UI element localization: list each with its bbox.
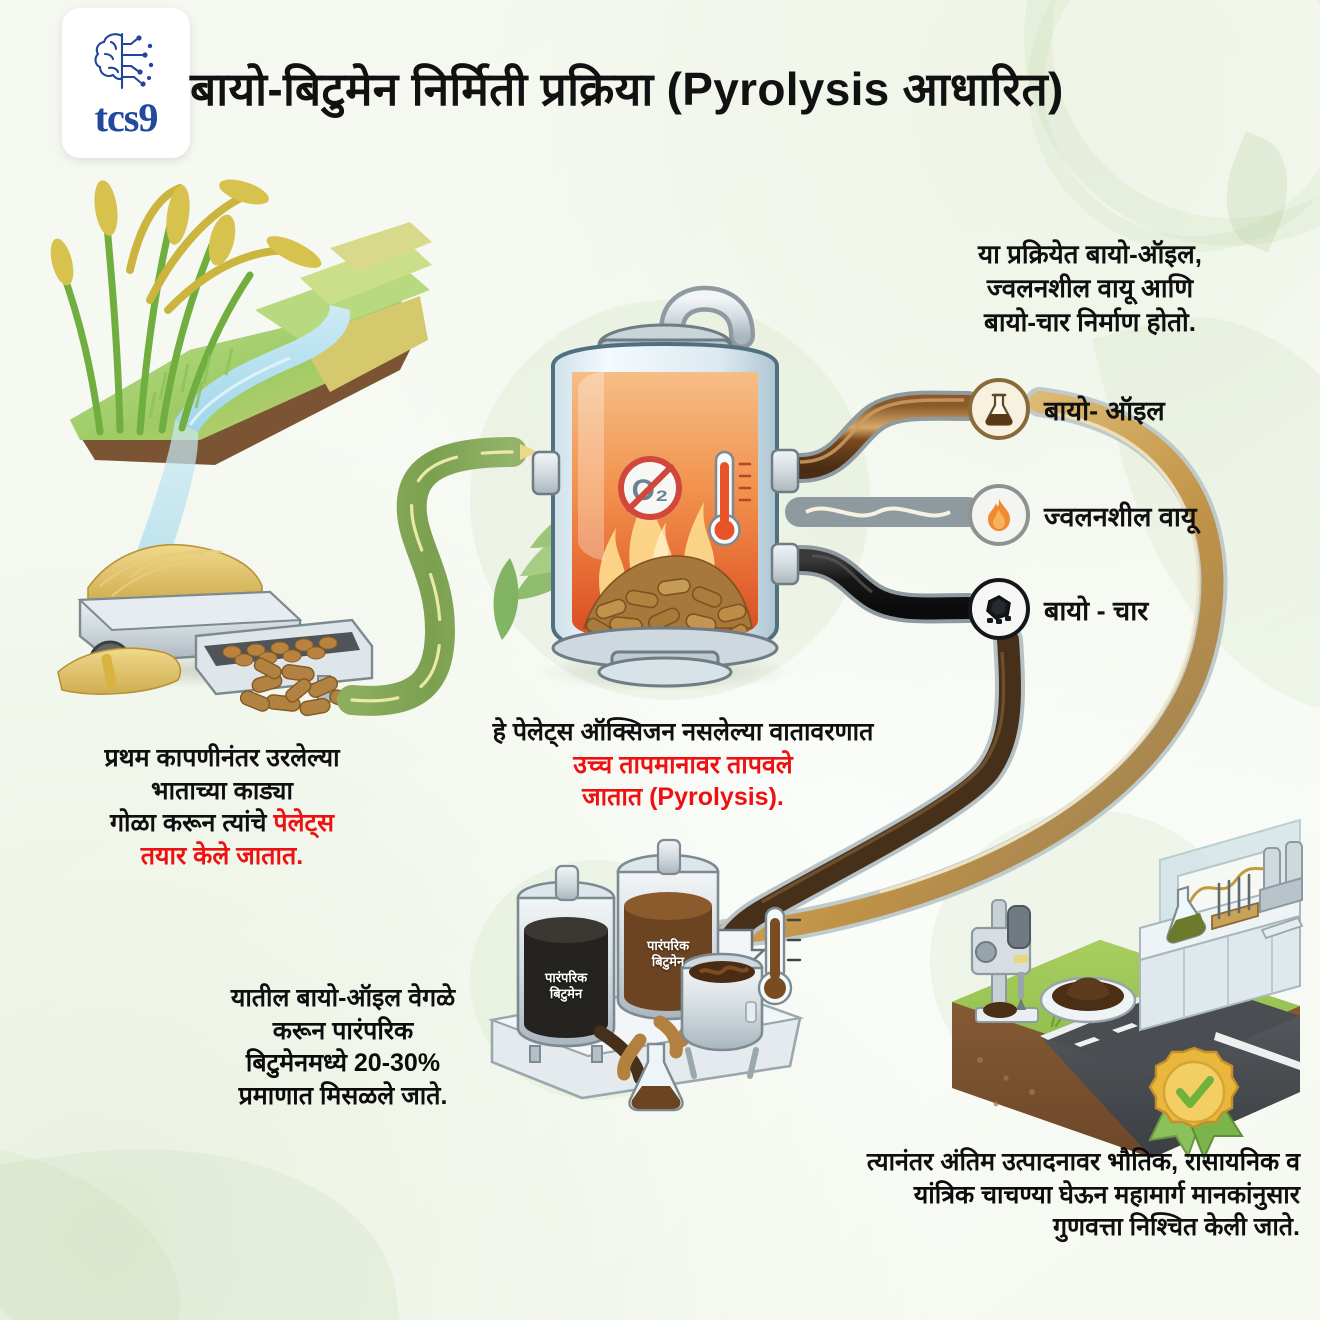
penetration-tester [970, 899, 1039, 1023]
output-row-bio-char: बायो - चार [968, 578, 1148, 640]
caption-step1: प्रथम कापणीनंतर उरलेल्या भाताच्या काड्या… [104, 744, 340, 870]
pyrolysis-reactor: O₂ [531, 285, 800, 692]
flask-icon [968, 378, 1030, 440]
output-label-bio-oil: बायो- ऑइल [1044, 395, 1165, 426]
rice-paddy-scene [50, 179, 432, 600]
output-row-bio-oil: बायो- ऑइल [968, 378, 1165, 440]
output-row-flammable-gas: ज्वलनशील वायू [968, 484, 1197, 546]
page-title: बायो-बिटुमेन निर्मिती प्रक्रिया (Pyrolys… [190, 63, 1064, 115]
bio-char-pipe [785, 545, 983, 624]
caption-step4: त्यानंतर अंतिम उत्पादनावर भौतिक, रासायनि… [866, 1148, 1300, 1241]
output-label-flammable-gas: ज्वलनशील वायू [1044, 501, 1197, 532]
brand-logo: tcs9 [62, 8, 190, 158]
biomass-input-flow [337, 437, 538, 716]
lab-bench [1139, 818, 1304, 1032]
flame-icon [968, 484, 1030, 546]
mixing-pot [680, 952, 764, 1079]
bio-oil-pipe [785, 390, 983, 483]
caption-step3: यातील बायो-ऑइल वेगळे करून पारंपरिक बिटुम… [230, 984, 456, 1110]
bitumen-blending-plant [487, 838, 805, 1112]
tank-1 [516, 864, 616, 1063]
brand-wordmark: tcs9 [94, 95, 159, 140]
flammable-gas-pipe [785, 497, 983, 527]
no-oxygen-icon: O₂ [618, 456, 682, 520]
erlenmeyer-flask [628, 1042, 684, 1112]
caption-intro-right: या प्रक्रियेत बायो-ऑइल, ज्वलनशील वायू आण… [978, 239, 1202, 337]
straw-cart-conveyor [57, 544, 374, 717]
brain-circuit-icon [94, 32, 154, 90]
thermometer-icon [708, 450, 752, 547]
bitumen-sample-dish [1039, 976, 1137, 1024]
lab-machine [1259, 841, 1304, 940]
output-label-bio-char: बायो - चार [1044, 595, 1149, 626]
charcoal-icon [968, 578, 1030, 640]
caption-step2: हे पेलेट्स ऑक्सिजन नसलेल्या वातावरणात उच… [492, 718, 874, 811]
plant-thermometer-icon [757, 906, 802, 1006]
lab-road-quality-scene [952, 818, 1304, 1161]
bio-oil-return-arc [711, 387, 1228, 949]
bench-flask-icon [1166, 885, 1207, 944]
test-tube-rack [1211, 873, 1259, 931]
quality-check-medal [1148, 1046, 1244, 1161]
